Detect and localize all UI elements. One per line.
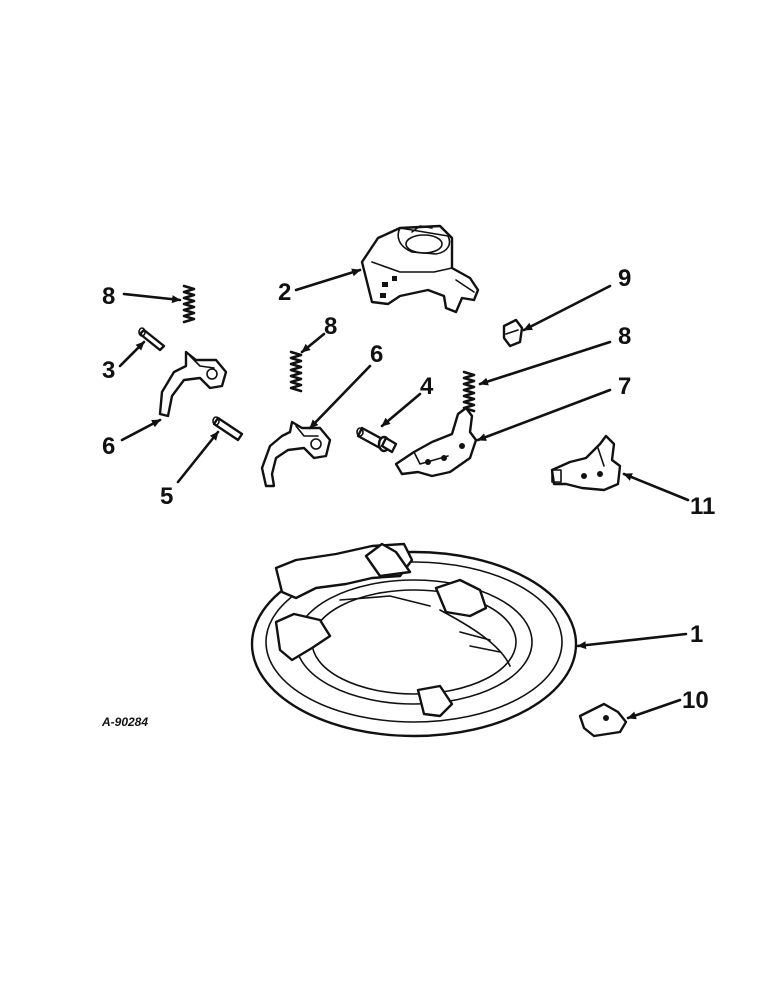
figure-id: A-90284 — [101, 715, 148, 729]
leader-3 — [118, 340, 146, 368]
part-5-pin — [212, 416, 244, 442]
callout-6-center: 6 — [370, 341, 383, 368]
part-3-pin — [138, 327, 166, 352]
part-8-spring-right — [462, 370, 476, 413]
callout-10: 10 — [682, 687, 709, 714]
leader-arrows — [118, 268, 690, 720]
part-1-base-ring — [250, 542, 578, 738]
leader-1 — [576, 632, 688, 650]
callout-5: 5 — [160, 483, 173, 510]
leader-6-left — [120, 418, 162, 442]
part-10-plate — [578, 702, 628, 738]
callout-3: 3 — [102, 357, 115, 384]
leader-4 — [380, 392, 422, 428]
part-9-clip — [502, 318, 524, 348]
callout-7: 7 — [618, 373, 631, 400]
callout-8-right: 8 — [618, 323, 631, 350]
part-4-pin — [356, 426, 398, 454]
part-6-latch-left — [158, 350, 228, 418]
leader-8-right — [478, 340, 612, 386]
leader-6-center — [308, 364, 372, 430]
callout-labels: 8 2 8 3 6 6 4 5 9 8 7 11 1 10 — [102, 265, 715, 714]
part-11-bracket — [550, 434, 622, 492]
callout-2: 2 — [278, 279, 291, 306]
leader-2 — [294, 268, 362, 292]
leader-8-left — [122, 292, 182, 304]
callout-9: 9 — [618, 265, 631, 292]
leader-7 — [476, 388, 612, 442]
callout-1: 1 — [690, 621, 703, 648]
part-8-spring-center — [289, 350, 303, 393]
callout-6-left: 6 — [102, 433, 115, 460]
callout-8-center: 8 — [324, 313, 337, 340]
leader-5 — [176, 430, 220, 484]
part-8-spring-left — [182, 284, 196, 324]
part-7-bracket — [394, 406, 478, 478]
leader-10 — [626, 698, 682, 720]
leader-9 — [522, 284, 612, 332]
callout-8-left: 8 — [102, 283, 115, 310]
callout-4: 4 — [420, 373, 434, 400]
leader-8-center — [300, 332, 326, 354]
leader-11 — [622, 472, 690, 502]
callout-11: 11 — [690, 493, 715, 520]
part-2-housing — [360, 224, 480, 314]
part-6-latch-center — [260, 420, 332, 488]
